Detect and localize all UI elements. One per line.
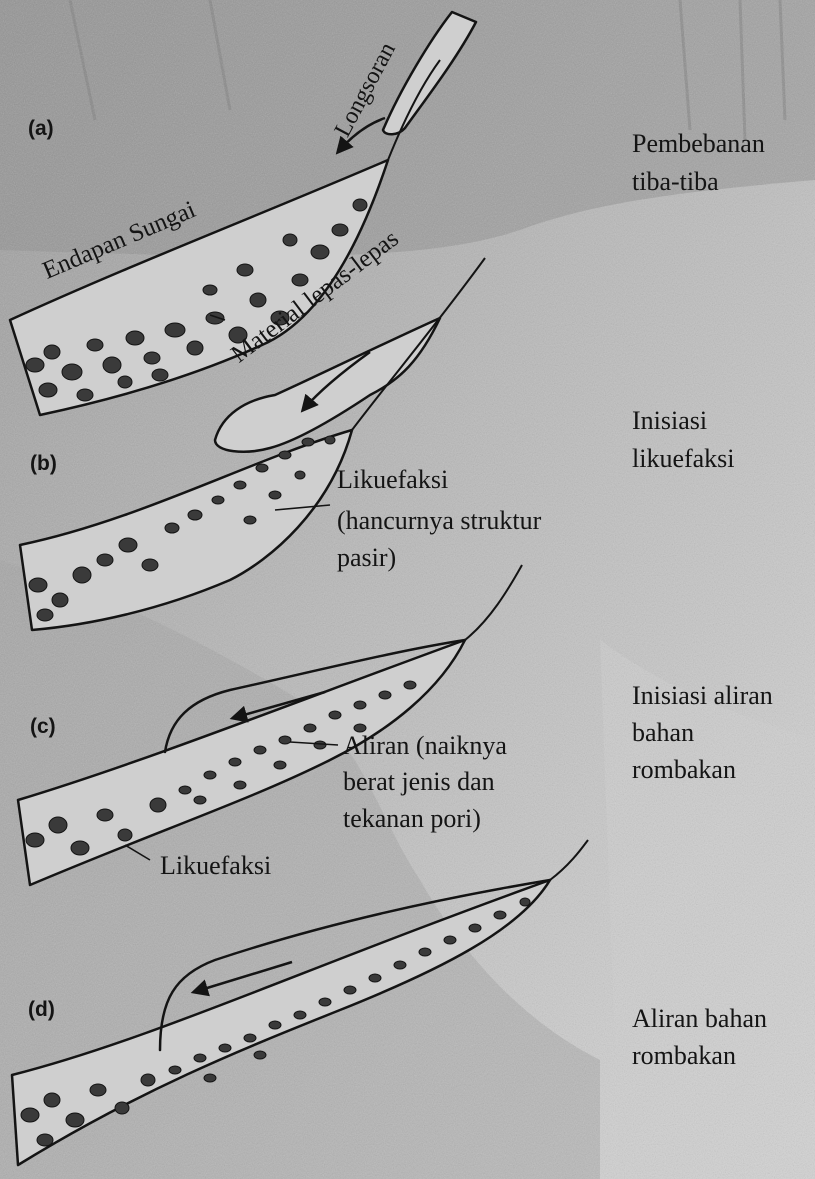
panel-a-marker: (a): [28, 117, 54, 141]
panel-d-layers: [12, 880, 550, 1165]
stage-a-line-1: Pembebanan: [632, 128, 765, 159]
stage-c-line-1: Inisiasi aliran: [632, 680, 773, 711]
stage-a-line-2: tiba-tiba: [632, 166, 719, 197]
panel-a-landslide-mass: [383, 12, 476, 134]
stage-d-line-1: Aliran bahan: [632, 1003, 767, 1034]
panel-c-slope-line: [465, 565, 522, 640]
panel-c-liquefaction-label: Likuefaksi: [160, 850, 271, 881]
panel-b-callout-line-1: Likuefaksi: [337, 464, 448, 495]
stage-b-line-2: likuefaksi: [632, 443, 735, 474]
panel-b-callout-line-2: (hancurnya struktur: [337, 505, 541, 536]
panel-d-slope-line: [550, 840, 588, 880]
panel-b-slope-line: [352, 258, 485, 430]
panel-c-callout-line-1: Aliran (naiknya: [343, 730, 507, 761]
panel-c-marker: (c): [30, 715, 56, 739]
panel-b-sediment-layer: [20, 430, 352, 630]
panel-b-marker: (b): [30, 452, 57, 476]
panel-d-marker: (d): [28, 998, 55, 1022]
panel-c-callout-line-2: berat jenis dan: [343, 766, 495, 797]
panel-b-callout-line-3: pasir): [337, 542, 396, 573]
stage-b-line-1: Inisiasi: [632, 405, 707, 436]
panel-c-liquefaction-leader: [125, 845, 150, 860]
panel-d-sediment-layer: [12, 880, 550, 1165]
panel-c-callout-line-3: tekanan pori): [343, 803, 481, 834]
stage-d-line-2: rombakan: [632, 1040, 736, 1071]
stage-c-line-3: rombakan: [632, 754, 736, 785]
stage-c-line-2: bahan: [632, 717, 694, 748]
